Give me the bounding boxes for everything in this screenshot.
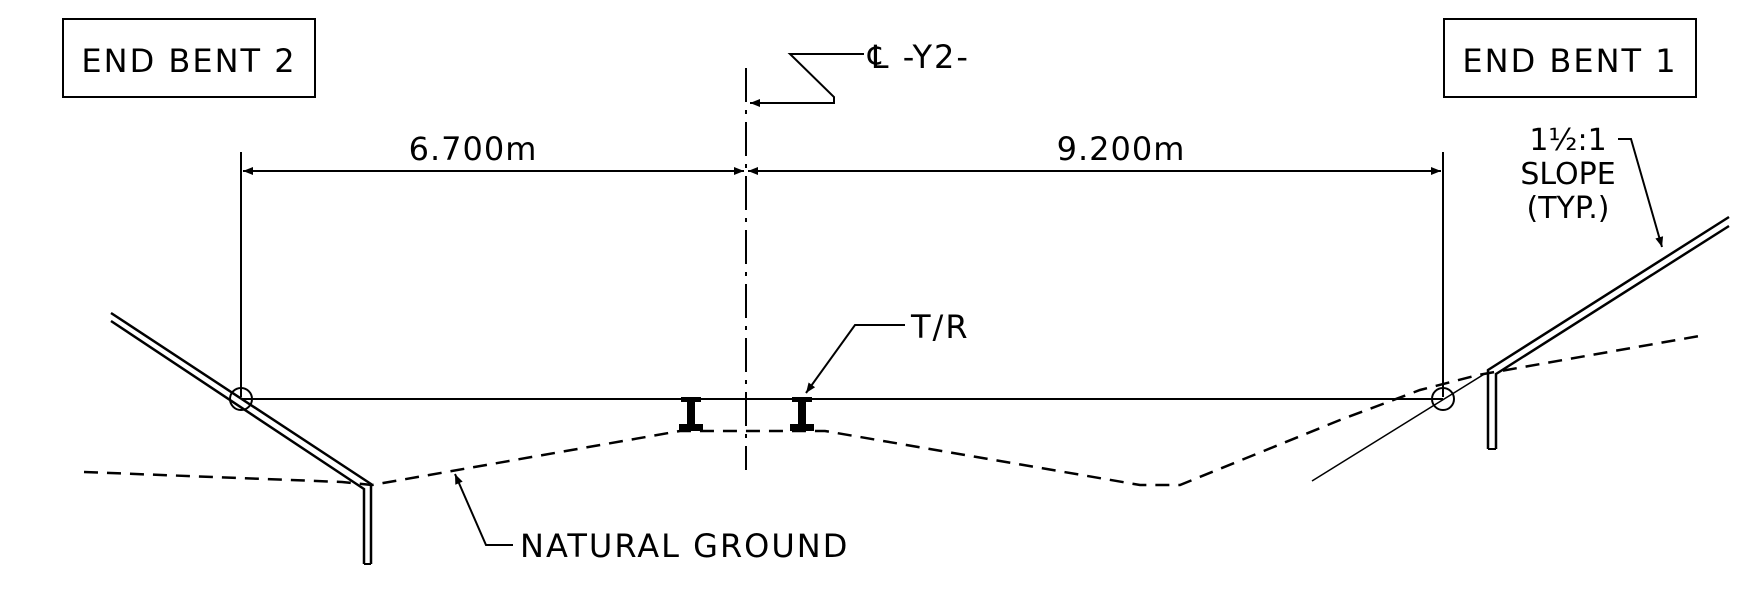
end-bent-1-label-box: END BENT 1 — [1443, 18, 1697, 98]
end-bent-2-label: END BENT 2 — [81, 42, 296, 80]
centerline-leader — [750, 53, 864, 107]
dim-label-left: 6.700m — [409, 130, 538, 168]
end-bent-1-label: END BENT 1 — [1462, 42, 1677, 80]
natural-ground-label: NATURAL GROUND — [520, 527, 849, 565]
natural-ground-line — [83, 333, 1706, 487]
slope-typ-label: (TYP.) — [1526, 191, 1609, 226]
end-bent-2-label-box: END BENT 2 — [62, 18, 316, 98]
dim-label-right: 9.200m — [1057, 130, 1186, 168]
centerline-label: ℄ -Y2- — [867, 38, 970, 76]
top-of-rail-leader — [805, 324, 905, 394]
right-slope-extension — [1311, 372, 1487, 482]
right-intersection-marker — [1431, 387, 1455, 411]
slope-leader — [1618, 138, 1664, 248]
natural-ground-leader — [454, 473, 513, 546]
right-embankment-slope — [1486, 215, 1730, 450]
right-rail — [790, 397, 814, 431]
slope-word-label: SLOPE — [1520, 157, 1615, 192]
top-of-rail-label: T/R — [910, 308, 970, 346]
left-rail — [679, 397, 703, 431]
slope-ratio-label: 1½:1 — [1529, 123, 1606, 158]
